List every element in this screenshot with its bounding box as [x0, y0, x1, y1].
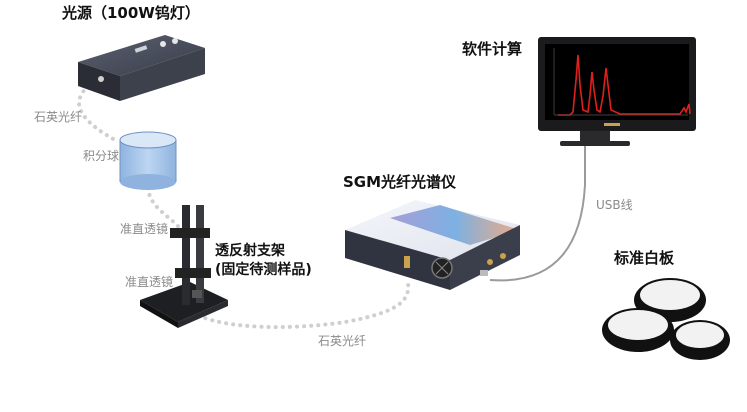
fiber-top — [77, 76, 184, 234]
collimating-lens-2-label: 准直透镜 — [125, 275, 174, 289]
holder-label-line1: 透反射支架 — [215, 243, 285, 259]
fiber-bottom — [175, 281, 411, 330]
usb-cable-label: USB线 — [596, 198, 633, 212]
monitor — [538, 37, 696, 146]
spectrometer-label: SGM光纤光谱仪 — [343, 173, 457, 191]
transflection-holder — [140, 205, 228, 328]
software-label: 软件计算 — [462, 40, 523, 58]
light-source-device — [78, 35, 205, 101]
white-board — [602, 278, 730, 360]
spectrum-line — [558, 54, 691, 116]
quartz-fiber-top-label: 石英光纤 — [34, 110, 83, 124]
light-source-label: 光源（100W钨灯） — [62, 4, 200, 22]
white-board-label: 标准白板 — [614, 249, 675, 267]
integrating-sphere-label: 积分球 — [83, 149, 120, 163]
usb-cable — [489, 145, 586, 282]
spectrometer-device — [345, 200, 520, 290]
collimating-lens-1-label: 准直透镜 — [120, 222, 169, 236]
holder-label-line2: (固定待测样品) — [215, 262, 312, 278]
integrating-sphere — [119, 131, 177, 190]
quartz-fiber-bottom-label: 石英光纤 — [318, 334, 367, 348]
